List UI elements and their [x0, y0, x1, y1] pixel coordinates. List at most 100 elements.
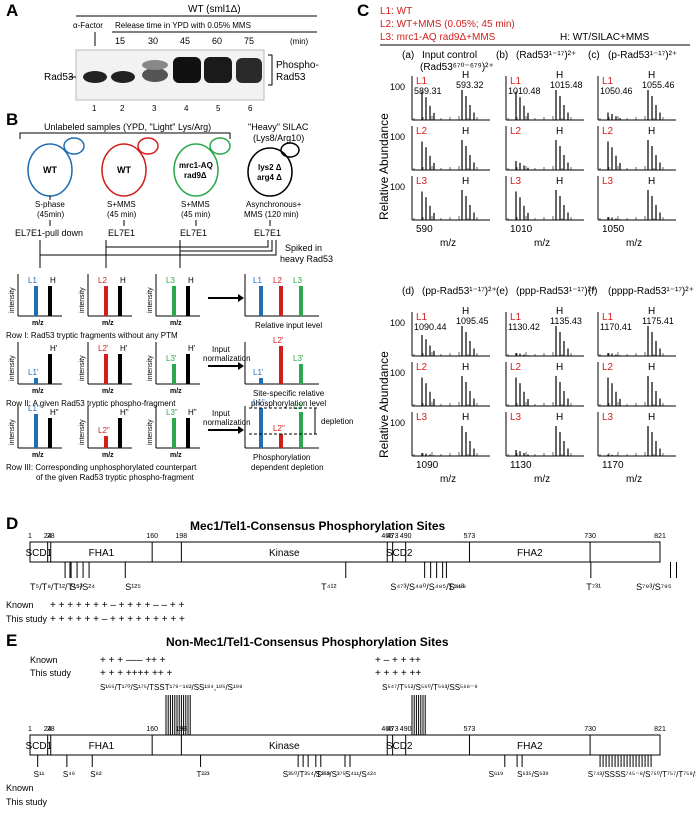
- site-label: T⁷³¹: [586, 582, 601, 592]
- row-result-1: Site-specific relative: [253, 389, 325, 398]
- heavy-marker: H: [462, 412, 469, 423]
- mini-peak-label: L3: [166, 276, 175, 285]
- cell-cond-4b: MMS (120 min): [244, 210, 299, 219]
- domain-fha2: [468, 734, 591, 756]
- site-label: S⁵³: [70, 582, 83, 592]
- site-label: S³⁵⁰/T³⁵⁴/T³⁵⁸: [283, 770, 331, 779]
- ip-label-4: EL7E1: [254, 228, 281, 238]
- x-label: m/z: [534, 238, 550, 249]
- light-mz: 1170.41: [600, 322, 632, 332]
- panel-a-header: WT (sml1Δ) α-Factor Release time in YPD …: [73, 4, 317, 46]
- mini-peak-label: L3": [166, 408, 178, 417]
- row-label-L2: L2: [416, 362, 428, 373]
- spectrum-id: (c): [588, 50, 600, 61]
- row-label-L3: L3: [510, 176, 522, 187]
- y-100-label: 100: [390, 132, 405, 142]
- mini-xlabel: m/z: [102, 388, 114, 395]
- row-label-L2: L2: [602, 362, 614, 373]
- position-label: 198: [176, 533, 188, 540]
- mini-heavy-label: H: [188, 276, 194, 285]
- row-label-L1: L1: [416, 312, 428, 323]
- western-blot: Rad53 Phospho- Rad53 1 2 3 4 5 6: [44, 49, 319, 113]
- domain-label: FHA2: [517, 548, 543, 559]
- heavy-marker: H: [648, 126, 655, 137]
- panel-label-a: A: [6, 1, 18, 20]
- heavy-marker: H: [556, 412, 563, 423]
- mini-xlabel: m/z: [102, 320, 114, 327]
- site-label: S⁶³⁵/S⁶³⁹: [517, 770, 549, 779]
- row-label-L1: L1: [510, 76, 522, 87]
- cell-cond-3a: S+MMS: [181, 200, 210, 209]
- ip-label-1: EL7E1-pull down: [15, 228, 83, 238]
- cell-cond-1b: (45min): [37, 210, 64, 219]
- position-label: 573: [464, 726, 476, 733]
- row-label-L2: L2: [602, 126, 614, 137]
- heavy-mz: 1175.41: [642, 316, 674, 326]
- site-label: S¹²⁵: [125, 582, 141, 592]
- spectrum-id: (a): [402, 50, 414, 61]
- spiked-label-1: Spiked in: [285, 243, 322, 253]
- lane-2: 2: [120, 104, 125, 113]
- mini-peak-light: [104, 354, 108, 384]
- panel-label-e: E: [6, 631, 17, 650]
- time-45: 45: [180, 36, 190, 46]
- heavy-mz: 1055.46: [642, 80, 675, 90]
- x-tick: 1130: [510, 460, 532, 471]
- domain-label: SCD2: [386, 741, 413, 752]
- norm-label-2: normalization: [203, 418, 251, 427]
- study-label-bottom: This study: [6, 797, 48, 807]
- position-label: 1: [28, 726, 32, 733]
- heavy-marker: H: [556, 306, 563, 317]
- legend-l1: L1: WT: [380, 6, 412, 17]
- y-100-label: 100: [390, 368, 405, 378]
- panel-label-c: C: [357, 1, 369, 20]
- mini-peak-heavy: [48, 418, 52, 448]
- cell-heavy: lys2 Δ arg4 Δ Asynchronous+ MMS (120 min…: [244, 142, 302, 219]
- mini-ylabel: intensity: [9, 287, 16, 313]
- site-label: T⁵/T⁸/T¹²/T¹⁵/S²⁴: [30, 582, 95, 592]
- domain-fha1: [50, 734, 153, 756]
- spectrum-title: (p-Rad53¹⁻¹⁷)²⁺: [608, 50, 677, 61]
- study-marks: + + + + + + – + + + + + + + + +: [50, 614, 185, 625]
- result-bar: [299, 412, 303, 448]
- spectrum-subtitle: (Rad53⁶⁷⁰⁻⁶⁷⁹)²⁺: [420, 62, 494, 73]
- strain-title: WT (sml1Δ): [188, 4, 241, 15]
- x-tick: 1050: [602, 224, 625, 235]
- heavy-mz: 593.32: [456, 80, 484, 90]
- row-label-L1: L1: [602, 312, 614, 323]
- row-desc-2: of the given Rad53 tryptic phospho-fragm…: [36, 473, 195, 482]
- mini-xlabel: m/z: [32, 320, 44, 327]
- domain-label: SCD2: [386, 548, 413, 559]
- mini-ylabel: intensity: [79, 287, 86, 313]
- known-label-top: Known: [30, 655, 58, 665]
- mini-peak-light: [34, 378, 38, 384]
- mini-heavy-label: H": [50, 408, 59, 417]
- spectrum-title: (ppp-Rad53¹⁻¹⁷)²⁺: [516, 286, 596, 297]
- heavy-marker: H: [462, 176, 469, 187]
- row-label-L2: L2: [510, 362, 522, 373]
- spectrum-id: (b): [496, 50, 508, 61]
- row-label-L3: L3: [602, 176, 614, 187]
- ip-label-2: EL7E1: [108, 228, 135, 238]
- row-result-1: Phosphorylation: [253, 453, 310, 462]
- domain-label: Kinase: [269, 548, 300, 559]
- heavy-marker: H: [462, 70, 469, 81]
- result-bar-label: L2: [273, 276, 282, 285]
- time-15: 15: [115, 36, 125, 46]
- x-label: m/z: [626, 474, 642, 485]
- mini-xlabel: m/z: [32, 452, 44, 459]
- spectrum-id: (f): [588, 286, 597, 297]
- heavy-marker: H: [556, 362, 563, 373]
- norm-label-1: Input: [212, 409, 231, 418]
- heavy-marker: H: [556, 176, 563, 187]
- mini-xlabel: m/z: [170, 320, 182, 327]
- y-100-label: 100: [390, 82, 405, 92]
- panel-b-schematic: Unlabeled samples (YPD, "Light" Lys/Arg)…: [15, 122, 333, 268]
- legend-l3: L3: mrc1-AQ rad9Δ+MMS: [380, 32, 496, 43]
- lane-4: 4: [184, 104, 189, 113]
- spectrum-title: Input control: [422, 50, 477, 61]
- mini-ylabel: intensity: [147, 419, 154, 445]
- result-bar-label: L2': [273, 336, 284, 345]
